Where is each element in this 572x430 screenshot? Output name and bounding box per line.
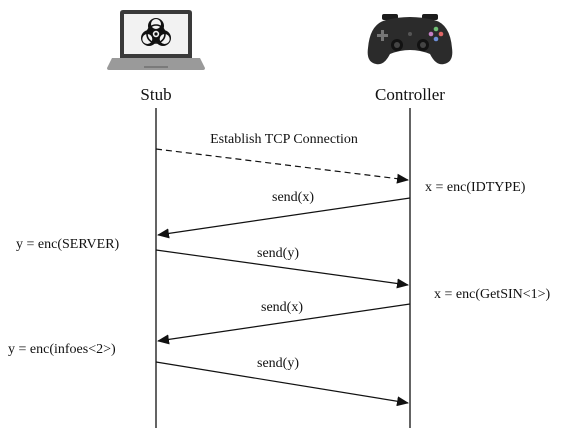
controller-note-1: x = enc(IDTYPE) <box>425 180 526 195</box>
stub-note-1: y = enc(SERVER) <box>16 237 120 252</box>
message-arrow-send-x-1 <box>157 197 411 239</box>
message-arrow-send-y-2 <box>155 361 409 407</box>
message-arrow-send-x-2 <box>157 303 411 345</box>
message-label-send-x-1: send(x) <box>272 190 314 205</box>
game-controller-icon <box>367 14 453 65</box>
message-arrow-send-y-1 <box>155 249 409 289</box>
controller-note-2: x = enc(GetSIN<1>) <box>434 287 551 302</box>
participant-controller-label: Controller <box>375 85 445 104</box>
message-label-send-y-1: send(y) <box>257 246 299 261</box>
participant-stub-label: Stub <box>140 85 171 104</box>
message-label-send-y-2: send(y) <box>257 356 299 371</box>
biohazard-symbol <box>141 18 171 46</box>
message-label-send-x-2: send(x) <box>261 300 303 315</box>
message-label-tcp: Establish TCP Connection <box>210 132 358 147</box>
message-arrow-tcp <box>155 148 409 184</box>
biohazard-laptop-icon <box>107 10 205 70</box>
stub-note-2: y = enc(infoes<2>) <box>8 342 116 357</box>
